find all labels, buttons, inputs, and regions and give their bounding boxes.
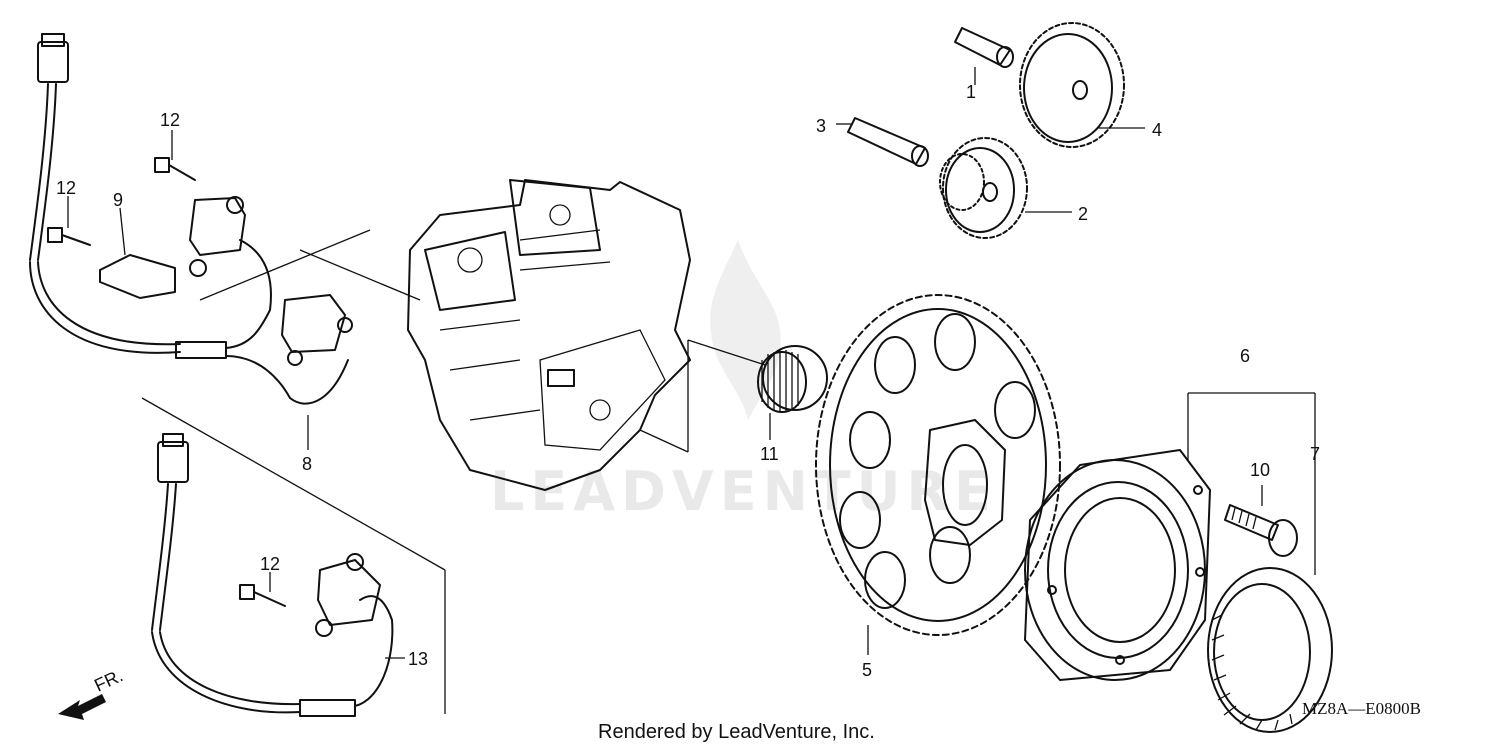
bolt-10 [1224,504,1298,557]
idle-gear-4 [1019,22,1125,148]
starter-driven-gear [815,294,1061,636]
callout-5: 5 [862,660,872,680]
callout-2: 2 [1078,204,1088,224]
front-marker: FR. [91,665,126,695]
callout-11: 11 [760,444,779,464]
callout-12-lower: 12 [260,554,280,574]
callout-4: 4 [1152,120,1162,140]
footer-credit: Rendered by LeadVenture, Inc. [598,721,875,743]
pin-3 [847,117,929,167]
callout-6: 6 [1240,346,1250,366]
callout-10: 10 [1250,460,1270,480]
callout-12-upper: 12 [160,110,180,130]
one-way-clutch [1207,567,1333,733]
callout-8: 8 [302,454,312,474]
diagram-code: MZ8A—E0800B [1302,699,1421,718]
callout-1: 1 [966,82,976,102]
upper-pulse-generator-assembly [29,33,353,405]
callout-12-left: 12 [56,178,76,198]
callout-3: 3 [816,116,826,136]
leader-lines [67,67,1316,714]
callouts: 1 2 3 4 5 6 7 8 9 10 11 12 12 12 13 [56,82,1320,680]
needle-bearing [757,345,828,413]
watermark-text: LEADVENTURE [490,460,997,523]
engine-crankcase [407,179,691,491]
callout-13: 13 [408,649,428,669]
lower-pulse-generator-assembly: FR. [58,433,394,720]
callout-9: 9 [113,190,123,210]
starter-clutch-outer [1024,449,1211,681]
callout-7: 7 [1310,444,1320,464]
pin-1 [954,27,1014,68]
idle-gear-2 [939,137,1028,239]
watermark: LEADVENTURE [490,240,997,523]
